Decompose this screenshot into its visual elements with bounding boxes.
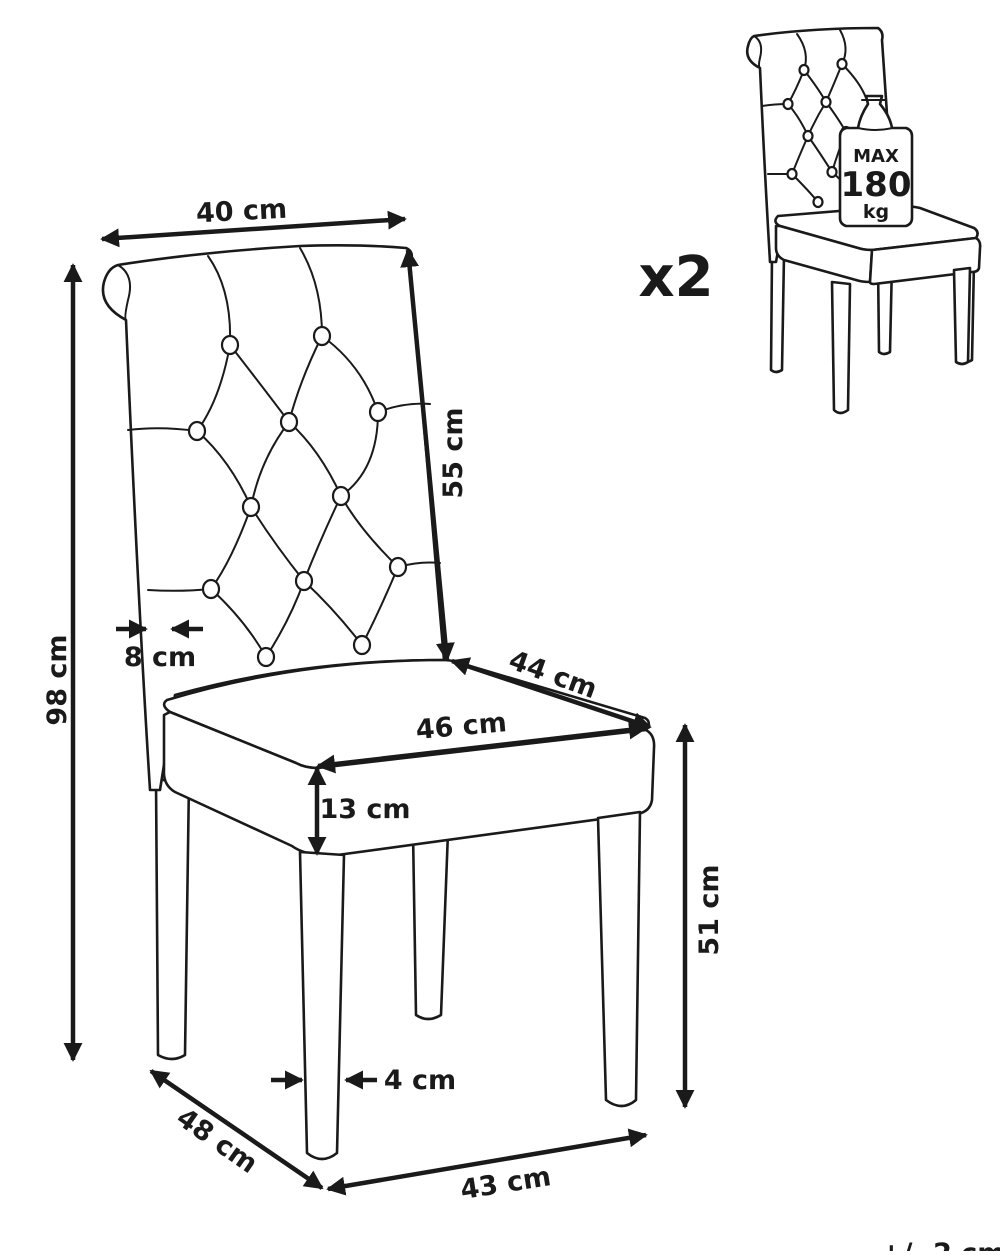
seat-front-left bbox=[162, 710, 320, 857]
arrow-backrest-height bbox=[400, 248, 455, 662]
front-right-leg bbox=[596, 810, 642, 1108]
arrow-base-depth bbox=[149, 1069, 324, 1190]
small-chair-illustration: MAX 180 kg bbox=[745, 26, 982, 415]
arrow-seat-width bbox=[316, 720, 648, 774]
label-leg-thickness: 4 cm bbox=[384, 1065, 456, 1096]
weight-icon: MAX 180 kg bbox=[838, 94, 914, 228]
tufting-buttons bbox=[187, 325, 408, 668]
label-backrest-height: 55 cm bbox=[438, 407, 469, 498]
label-base-width: 43 cm bbox=[458, 1161, 553, 1206]
arrow-seat-depth bbox=[450, 657, 652, 731]
backrest-roll bbox=[117, 264, 131, 321]
label-backrest-width: 40 cm bbox=[195, 194, 288, 230]
load-badge-unit: kg bbox=[863, 201, 889, 223]
label-total-height: 98 cm bbox=[42, 634, 73, 725]
quantity-label: x2 bbox=[638, 245, 713, 310]
load-badge-max: MAX bbox=[853, 146, 899, 167]
label-seat-height: 51 cm bbox=[694, 864, 725, 955]
label-backrest-thickness: 8 cm bbox=[124, 642, 196, 673]
load-badge-value: 180 bbox=[841, 165, 912, 205]
arrow-backrest-width bbox=[100, 210, 407, 248]
dimension-arrows bbox=[63, 210, 695, 1196]
tolerance-note: +/- 2 cm bbox=[880, 1238, 1000, 1251]
back-left-leg bbox=[154, 778, 191, 1061]
back-right-leg bbox=[411, 830, 450, 1021]
main-chair-illustration bbox=[101, 244, 656, 1161]
front-left-leg bbox=[298, 850, 346, 1161]
arrow-base-width bbox=[326, 1128, 648, 1196]
label-seat-thickness: 13 cm bbox=[319, 794, 410, 825]
